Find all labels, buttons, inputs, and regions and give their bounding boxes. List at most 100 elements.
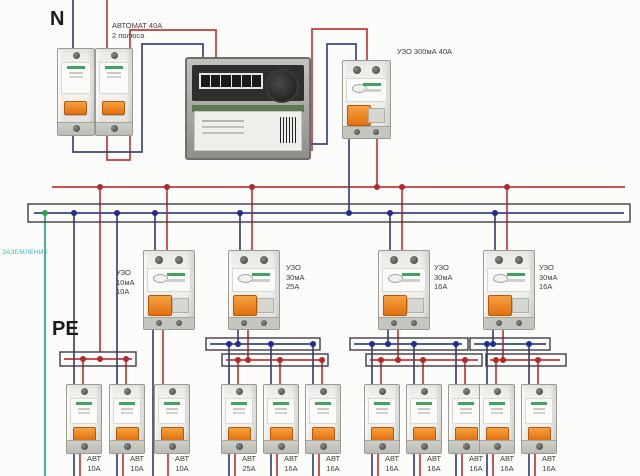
screw-icon [176, 320, 182, 326]
pe-label: PE [52, 318, 79, 340]
rcd-face [382, 268, 426, 292]
group1-phase-bus [59, 351, 137, 367]
screw-icon [319, 443, 327, 450]
breaker-toggle [312, 427, 335, 441]
breaker-label: АВТ 16А [384, 454, 400, 473]
breaker-foot [155, 440, 189, 453]
breaker-toggle [116, 427, 139, 441]
breaker-toggle [64, 101, 87, 115]
screw-icon [410, 256, 418, 264]
breaker-label: АВТ 16А [283, 454, 299, 473]
breaker-toggle [486, 427, 509, 441]
meter-nameplate [194, 111, 302, 151]
screw-icon [123, 388, 131, 395]
main-rcd-device [342, 60, 391, 139]
screw-icon [175, 256, 183, 264]
rcd-module [368, 108, 385, 123]
meter-dial [265, 69, 299, 103]
breaker-foot [264, 440, 298, 453]
breaker-label: АВТ 16А [426, 454, 442, 473]
screw-icon [235, 388, 243, 395]
group4-phase-bus [485, 353, 567, 367]
rcd-module [172, 298, 189, 313]
screw-icon [260, 256, 268, 264]
rcd-foot [343, 126, 390, 138]
breaker-foot [222, 440, 256, 453]
rcd-face [232, 268, 276, 292]
breaker-face [525, 398, 553, 424]
rcd-toggle [488, 295, 512, 316]
screw-icon [156, 320, 162, 326]
main-breaker-pole-2 [95, 48, 133, 136]
rcd-group-2-label: УЗО 30мА 25А [286, 263, 305, 291]
breaker-toggle [73, 427, 96, 441]
rcd-toggle [148, 295, 172, 316]
rcd-foot [484, 317, 534, 329]
rcd-group-3 [378, 250, 430, 330]
screw-icon [110, 125, 118, 132]
breaker-foot [407, 440, 441, 453]
breaker-foot [449, 440, 483, 453]
screw-icon [72, 125, 80, 132]
breaker-foot [365, 440, 399, 453]
rcd-group-2 [228, 250, 280, 330]
breaker-foot [58, 122, 94, 135]
breaker-face [483, 398, 511, 424]
rcd-group-3-label: УЗО 30мА 16А [434, 263, 453, 291]
screw-icon [495, 256, 503, 264]
group2-phase-bus [221, 353, 329, 367]
screw-icon [155, 256, 163, 264]
breaker-toggle [102, 101, 125, 115]
breaker-foot [522, 440, 556, 453]
screw-icon [353, 66, 362, 74]
breaker-label: АВТ 10А [174, 454, 190, 473]
rcd-foot [144, 317, 194, 329]
rcd-toggle [233, 295, 257, 316]
screw-icon [391, 320, 397, 326]
neutral-junction-dots [71, 210, 532, 347]
breaker-label: АВТ 10А [129, 454, 145, 473]
breaker-g1-1 [66, 384, 102, 454]
breaker-g1-3 [154, 384, 190, 454]
screw-icon [277, 443, 285, 450]
breaker-face [309, 398, 337, 424]
main-rcd-label: УЗО 300мА 40А [397, 47, 453, 56]
screw-icon [372, 129, 379, 135]
bus-bars [27, 203, 631, 367]
screw-icon [462, 388, 470, 395]
screw-icon [123, 443, 131, 450]
breaker-face [225, 398, 253, 424]
breaker-face [61, 62, 91, 94]
screw-icon [516, 320, 522, 326]
breaker-face [70, 398, 98, 424]
breaker-toggle [455, 427, 478, 441]
breaker-label: АВТ 10А [86, 454, 102, 473]
meter-board [192, 105, 304, 112]
breaker-g2-2 [263, 384, 299, 454]
screw-icon [168, 388, 176, 395]
rcd-foot [229, 317, 279, 329]
screw-icon [168, 443, 176, 450]
screw-icon [420, 388, 428, 395]
breaker-toggle [528, 427, 551, 441]
breaker-foot [480, 440, 514, 453]
rcd-group-1 [143, 250, 195, 330]
breaker-face [452, 398, 480, 424]
breaker-face [368, 398, 396, 424]
breaker-face [99, 62, 129, 94]
breaker-g4-2 [521, 384, 557, 454]
rcd-module [512, 298, 529, 313]
ground-junction-dot [42, 210, 48, 216]
neutral-label: N [50, 8, 65, 30]
rcd-toggle [383, 295, 407, 316]
group3-neutral-bus [349, 337, 469, 351]
screw-icon [535, 443, 543, 450]
screw-icon [354, 129, 361, 135]
breaker-g1-2 [109, 384, 145, 454]
breaker-label: АВТ 16А [541, 454, 557, 473]
rcd-group-1-label: УЗО 10мА 10А [116, 268, 135, 296]
breaker-g4-1 [479, 384, 515, 454]
main-neutral-bus [27, 203, 631, 223]
ground-label: ЗАЗЕМЛЕНИЕ [2, 249, 49, 256]
